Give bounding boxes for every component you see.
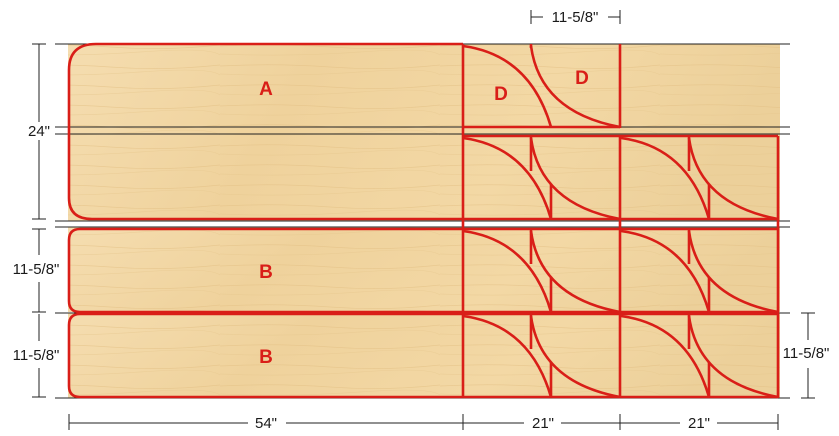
dimension-bottom: 54" 21" 21" xyxy=(68,414,779,432)
cut-lines xyxy=(67,42,780,399)
dimension-left: 24" 11-5/8" 11-5/8" xyxy=(13,43,60,398)
part-d-right-label: D xyxy=(575,68,589,89)
part-d-curve-right xyxy=(529,45,621,129)
part-a-label: A xyxy=(259,79,273,100)
dimension-right: 11-5/8" xyxy=(783,312,830,399)
dimension-bottom-mid-label: 21" xyxy=(532,415,554,432)
dimension-top: 11-5/8" xyxy=(530,9,621,26)
dimension-left-24-label: 24" xyxy=(28,123,50,140)
dimension-bottom-54-label: 54" xyxy=(255,415,277,432)
dimension-right-label: 11-5/8" xyxy=(783,345,830,362)
part-b-bottom-label: B xyxy=(259,347,273,368)
dimension-left-mid-label: 11-5/8" xyxy=(13,261,60,278)
dimension-bottom-right-label: 21" xyxy=(688,415,710,432)
part-b-top-label: B xyxy=(259,262,273,283)
part-b-top-outline xyxy=(67,227,463,314)
part-d-left-label: D xyxy=(494,84,508,105)
part-a-outline xyxy=(67,42,463,221)
part-b-bottom-outline xyxy=(67,312,463,399)
part-d-curve-left xyxy=(462,44,553,128)
dimension-top-label: 11-5/8" xyxy=(552,9,599,26)
wood-boards xyxy=(68,44,780,398)
dimension-left-bottom-label: 11-5/8" xyxy=(13,347,60,364)
